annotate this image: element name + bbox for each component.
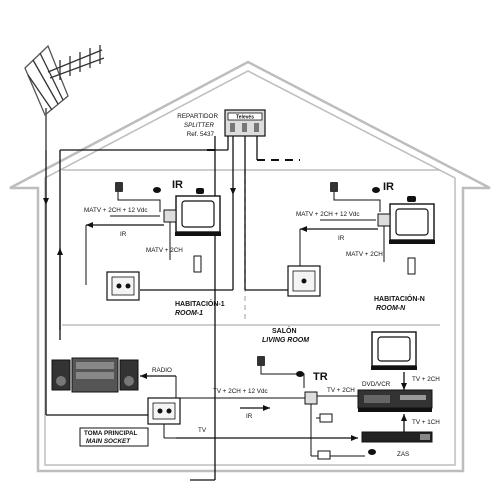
living-subtitle: LIVING ROOM [262,337,309,344]
living-title: SALÓN [272,326,297,335]
room-1: IR MATV + 2CH + 12 Vdc IR MATV + 2CH HAB… [84,179,225,317]
tr-module [304,391,318,405]
antenna [24,44,105,150]
radio-label: RADIO [152,367,172,374]
splitter-label-en: SPLITTER [184,122,215,129]
wall-socket-1 [106,271,140,301]
main-socket-caption-box [79,427,149,447]
power-supply [115,182,161,212]
main-socket-subtitle: MAIN SOCKET [86,438,131,445]
tv-2ch-feed-label: TV + 2CH + 12 Vdc [213,388,268,395]
ir-sensor-icon-zas [368,449,376,455]
power-supply-n [330,182,338,192]
dvd-vcr-label: DVD/VCR [362,381,391,388]
splitter-ref: Ref. 5437 [187,131,215,138]
room1-ir-text: IR [120,231,127,238]
main-socket-area: RADIO TOMA PRINCIPAL MAIN SOCKET [51,357,181,447]
splitter-label: REPARTIDOR [177,113,218,120]
ir-module-n [377,213,391,227]
splitter-outputs [140,136,300,481]
tv-set-1 [175,188,221,236]
tv-set-n [389,196,435,244]
antenna-cables [43,132,229,416]
tv-2ch-label-a: TV + 2CH [327,387,355,394]
roomn-title: HABITACIÓN-N [374,294,425,303]
living-room: SALÓN LIVING ROOM TR TV + 2CH + 12 Vdc I… [176,326,440,460]
power-supply-living [257,356,265,366]
roomn-feed-label: MATV + 2CH + 12 Vdc [296,211,360,218]
splitter: Televés REPARTIDOR SPLITTER Ref. 5437 [177,109,266,138]
roomn-ir-label: IR [383,181,394,193]
room1-tv-feed-label: MATV + 2CH [146,247,183,254]
remote-control-icon [193,255,202,273]
zas-decoder [361,431,433,443]
living-tv [371,331,417,370]
tv-2ch-label-b: TV + 2CH [412,376,440,383]
room1-feed-label: MATV + 2CH + 12 Vdc [84,207,148,214]
room1-ir-label: IR [172,179,183,191]
dvd-vcr [357,389,433,412]
wall-socket-n [287,265,321,297]
roomn-subtitle: ROOM-N [376,305,406,312]
main-socket-title: TOMA PRINCIPAL [84,430,138,437]
stereo-system [51,357,139,393]
brand-logo: Televés [236,115,254,121]
tv-1ch-label: TV + 1CH [412,419,440,426]
remote-control-icon-n [407,257,416,275]
ir-arrow-label: IR [246,413,253,420]
main-socket [147,397,181,425]
ir-module [163,209,177,223]
house-outline [9,60,491,473]
ir-sensor-icon-living [296,371,304,377]
zas-label: ZAS [397,451,409,458]
room1-subtitle: ROOM-1 [175,310,203,317]
ir-sensor-icon-n [372,187,380,193]
roomn-ir-text: IR [338,235,345,242]
tv-label: TV [198,427,207,434]
ir-sensor-icon [153,187,161,193]
room1-title: HABITACIÓN-1 [175,299,225,308]
tr-label: TR [313,371,328,383]
roomn-tv-feed-label: MATV + 2CH [346,251,383,258]
room-n: IR MATV + 2CH + 12 Vdc IR MATV + 2CH HAB… [287,181,435,312]
